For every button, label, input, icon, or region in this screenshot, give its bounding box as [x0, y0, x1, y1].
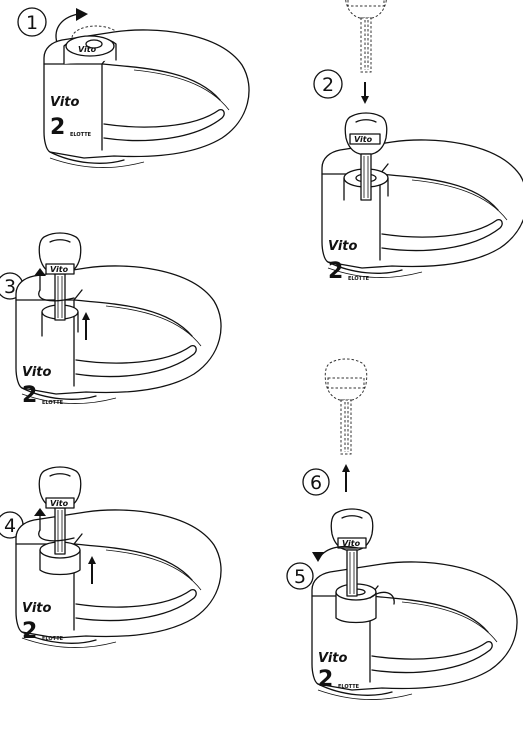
disc-lock: Vito Vito 2 ELOTTE — [44, 30, 249, 168]
step-3-number: 3 — [4, 276, 16, 298]
ghost-key-removed — [325, 359, 367, 454]
lock-tag: ELOTTE — [42, 400, 64, 406]
disc-lock: Vito 2 ELOTTE — [16, 510, 221, 648]
step-1-panel: 1 Vito Vito 2 ELOTTE — [18, 8, 249, 168]
disc-lock: Vito 2 ELOTTE — [312, 562, 517, 700]
lock-brand: Vito — [328, 239, 358, 254]
lock-model: 2 — [22, 619, 37, 644]
lock-tag: ELOTTE — [42, 636, 64, 642]
lock-brand: Vito — [50, 95, 80, 110]
step-4-number: 4 — [4, 515, 16, 537]
step-4-panel: 4 Vito 2 ELOTTE Vito — [0, 467, 221, 648]
lock-tag: ELOTTE — [348, 276, 370, 282]
lock-model: 2 — [328, 259, 343, 284]
lock-tag: ELOTTE — [70, 132, 92, 138]
up-arrow-icon — [342, 464, 350, 492]
ghost-key-top — [345, 0, 387, 72]
lock-tag: ELOTTE — [338, 684, 360, 690]
step-6-number: 6 — [310, 472, 322, 494]
step-5-number: 5 — [294, 566, 306, 588]
down-arrow-icon — [361, 82, 369, 104]
step-2-number: 2 — [322, 74, 334, 96]
key-label: Vito — [354, 135, 373, 144]
lock-brand: Vito — [22, 365, 52, 380]
key-label: Vito — [50, 499, 69, 508]
lock-model: 2 — [318, 667, 333, 692]
disc-lock: Vito 2 ELOTTE — [322, 140, 523, 284]
step-5-6-panel: 6 5 Vito 2 ELOTTE Vito — [287, 359, 517, 700]
lock-model: 2 — [22, 383, 37, 408]
key-label: Vito — [50, 265, 69, 274]
lock-model: 2 — [50, 115, 65, 140]
step-2-panel: 2 Vito 2 ELOTTE Vito — [314, 0, 523, 284]
lock-brand: Vito — [318, 651, 348, 666]
disc-lock: Vito 2 ELOTTE — [16, 266, 221, 408]
step-1-number: 1 — [26, 12, 38, 34]
step-3-panel: 3 Vito 2 ELOTTE Vito — [0, 233, 221, 408]
cap-brand-label: Vito — [78, 45, 97, 54]
lock-brand: Vito — [22, 601, 52, 616]
